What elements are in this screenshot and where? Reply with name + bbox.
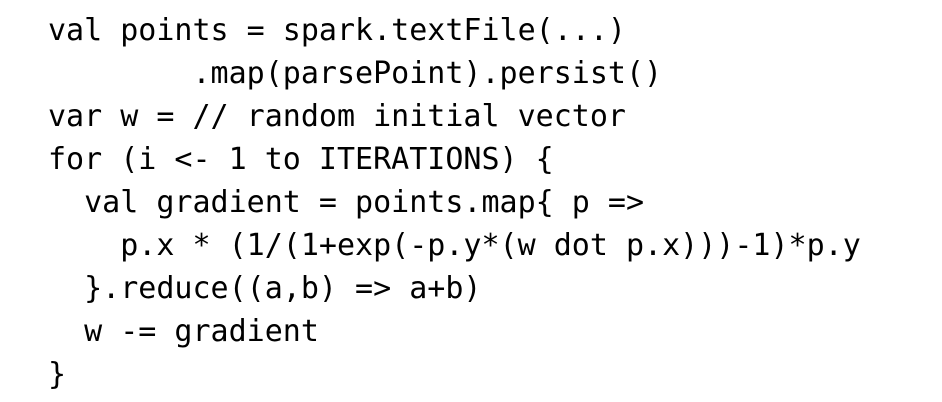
code-line: } <box>48 357 67 392</box>
code-line: val points = spark.textFile(...) <box>48 13 626 48</box>
code-line: .map(parsePoint).persist() <box>48 56 663 91</box>
code-line: w -= gradient <box>48 314 319 349</box>
code-line: val gradient = points.map{ p => <box>48 185 645 220</box>
code-block: val points = spark.textFile(...) .map(pa… <box>48 9 861 396</box>
code-line: p.x * (1/(1+exp(-p.y*(w dot p.x)))-1)*p.… <box>48 228 861 263</box>
code-line: for (i <- 1 to ITERATIONS) { <box>48 142 554 177</box>
code-line: }.reduce((a,b) => a+b) <box>48 271 482 306</box>
code-line: var w = // random initial vector <box>48 99 626 134</box>
